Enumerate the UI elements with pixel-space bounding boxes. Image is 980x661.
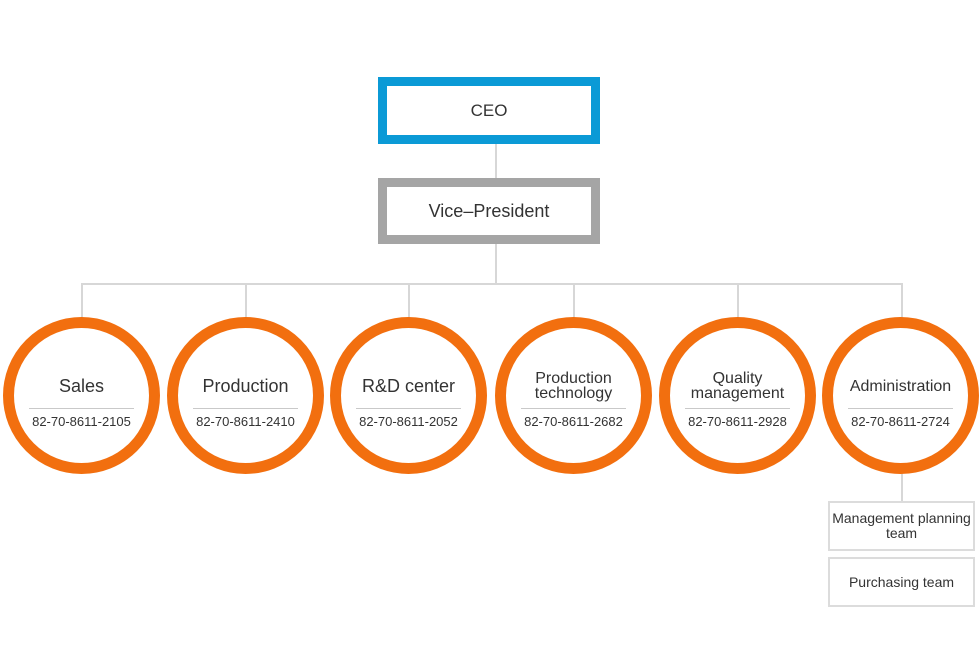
team-label: Purchasing team: [848, 573, 955, 590]
department-name: R&D center: [361, 375, 456, 396]
department-name: Production technology: [534, 370, 613, 402]
department-name: Production: [202, 375, 289, 396]
department-phone: 82-70-8611-2724: [851, 414, 950, 429]
team-label: Management planning team: [832, 510, 971, 541]
department-administration: Administration 82-70-8611-2724: [822, 317, 979, 474]
management-planning-team-box: Management planning team: [828, 501, 975, 551]
drop-connector-administration: [901, 283, 903, 319]
department-production: Production 82-70-8611-2410: [167, 317, 324, 474]
department-divider: [521, 408, 626, 409]
department-divider: [29, 408, 134, 409]
vice-president-label: Vice–President: [428, 200, 550, 221]
department-quality-management: Quality management 82-70-8611-2928: [659, 317, 816, 474]
department-name: Quality management: [690, 370, 785, 402]
drop-connector-quality-management: [737, 283, 739, 319]
ceo-box: CEO: [378, 77, 600, 144]
department-name: Sales: [58, 375, 105, 396]
vp-to-bus-connector: [495, 244, 497, 284]
administration-to-teams-connector: [901, 472, 903, 502]
drop-connector-production-technology: [573, 283, 575, 319]
department-sales: Sales 82-70-8611-2105: [3, 317, 160, 474]
drop-connector-rnd: [408, 283, 410, 319]
drop-connector-sales: [81, 283, 83, 319]
department-phone: 82-70-8611-2105: [32, 414, 131, 429]
vice-president-box: Vice–President: [378, 178, 600, 244]
department-divider: [193, 408, 298, 409]
drop-connector-production: [245, 283, 247, 319]
department-phone: 82-70-8611-2928: [688, 414, 787, 429]
department-rnd-center: R&D center 82-70-8611-2052: [330, 317, 487, 474]
department-phone: 82-70-8611-2410: [196, 414, 295, 429]
department-divider: [685, 408, 790, 409]
department-bus-line: [81, 283, 903, 285]
department-name: Administration: [849, 377, 952, 395]
ceo-to-vp-connector: [495, 144, 497, 178]
department-divider: [356, 408, 461, 409]
department-production-technology: Production technology 82-70-8611-2682: [495, 317, 652, 474]
department-phone: 82-70-8611-2682: [524, 414, 623, 429]
purchasing-team-box: Purchasing team: [828, 557, 975, 607]
ceo-label: CEO: [470, 100, 508, 120]
department-divider: [848, 408, 953, 409]
department-phone: 82-70-8611-2052: [359, 414, 458, 429]
